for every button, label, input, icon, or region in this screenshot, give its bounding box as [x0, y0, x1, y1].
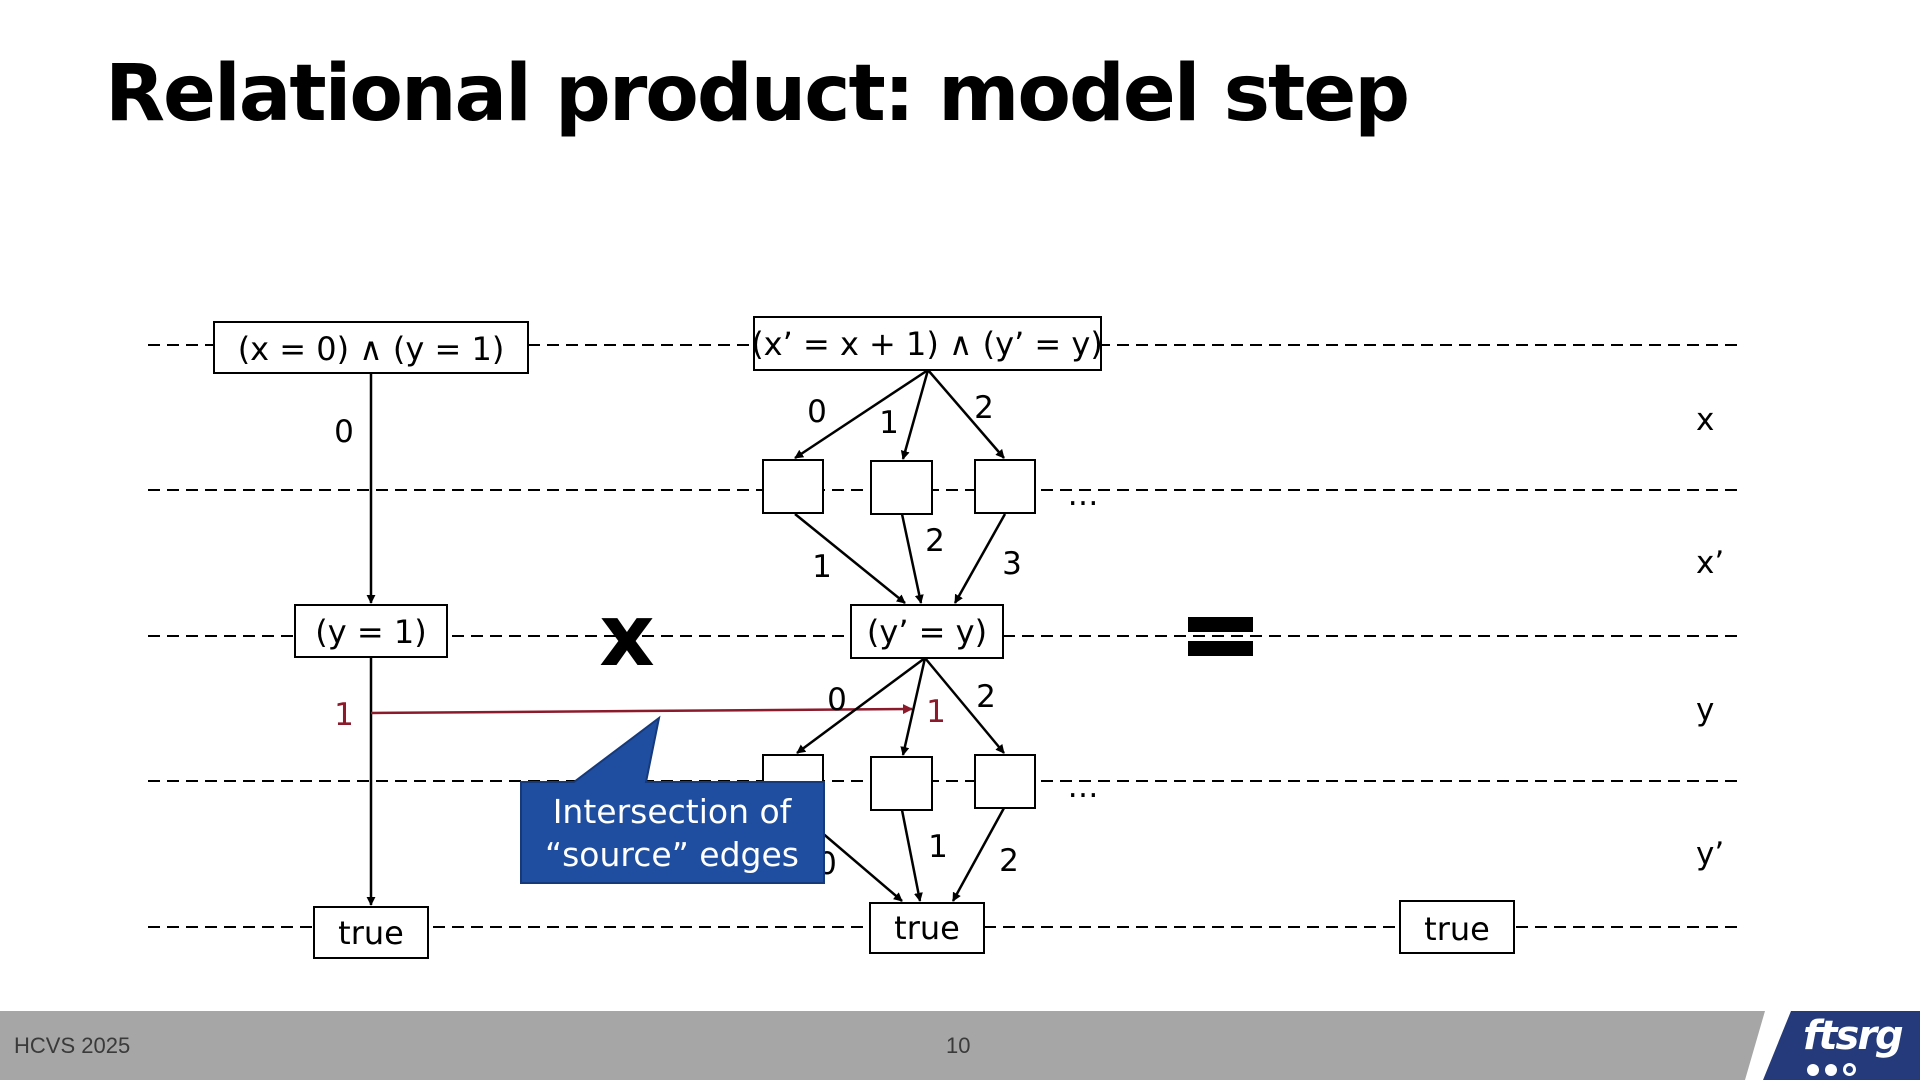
root-edge-label-2: 2 [974, 390, 994, 426]
bdd-diagram: x x’ y y’ (x = 0) ∧ (y = 1) (y = 1) true… [148, 316, 1740, 959]
intersection-callout: Intersection of “source” edges [520, 715, 825, 884]
right-x-prime-node-2 [974, 459, 1036, 514]
right-x-prime-node-0 [762, 459, 824, 514]
y-prime-edge-label-1: 1 [928, 829, 948, 865]
y-prime-ellipsis: … [1068, 769, 1099, 805]
var-label-y-prime: y’ [1696, 836, 1724, 872]
right-mid-label: (y’ = y) [867, 613, 987, 651]
mid-edge-label-0: 0 [827, 682, 847, 718]
mid-edge-label-2: 2 [976, 679, 996, 715]
logo-dots-icon [1807, 1061, 1862, 1080]
right-terminal-label: true [894, 909, 960, 947]
callout-line-1: Intersection of [553, 792, 793, 831]
left-terminal-label: true [338, 914, 404, 952]
right-mid-node [850, 604, 1004, 659]
left-mid-label: (y = 1) [315, 613, 426, 651]
slide-title: Relational product: model step [105, 49, 1410, 139]
mid-edge-label-1: 1 [926, 694, 946, 730]
product-operator: x [599, 586, 654, 686]
x-prime-edge-label-2: 2 [925, 523, 945, 559]
left-root-label: (x = 0) ∧ (y = 1) [238, 330, 505, 368]
left-terminal-node [313, 906, 429, 959]
right-x-prime-node-1 [870, 460, 933, 515]
equals-operator [1188, 617, 1253, 656]
right-y-prime-node-1 [870, 756, 933, 811]
source-edge-highlight-arrow [370, 704, 913, 715]
left-mid-node [294, 604, 448, 658]
var-label-x: x [1696, 402, 1714, 438]
left-edge-label-0: 0 [334, 414, 354, 450]
x-prime-ellipsis: … [1068, 477, 1099, 513]
logo-text: ftsrg [1803, 1013, 1904, 1059]
right-y-prime-node-2 [974, 754, 1036, 809]
left-bdd: (x = 0) ∧ (y = 1) (y = 1) true 0 1 [213, 321, 529, 959]
left-root-node [213, 321, 529, 374]
footer-bar: HCVS 2025 10 [0, 1011, 1920, 1080]
x-prime-edge-label-1: 1 [812, 549, 832, 585]
right-bdd [792, 368, 1007, 902]
ftsrg-logo: ftsrg [1763, 1011, 1920, 1080]
y-prime-edge-label-2: 2 [999, 843, 1019, 879]
result-terminal-label: true [1424, 910, 1490, 948]
right-root-node [753, 316, 1102, 371]
root-edge-label-0: 0 [807, 394, 827, 430]
var-label-x-prime: x’ [1696, 545, 1724, 581]
footer-conference: HCVS 2025 [14, 1033, 131, 1058]
right-terminal-node [869, 902, 985, 954]
callout-line-2: “source” edges [545, 835, 799, 874]
root-edge-label-1: 1 [879, 405, 899, 441]
right-root-label: (x’ = x + 1) ∧ (y’ = y) [751, 325, 1103, 363]
var-label-y: y [1696, 692, 1714, 728]
left-edge-label-1: 1 [334, 697, 354, 733]
x-prime-edge-label-3: 3 [1002, 546, 1022, 582]
result-terminal-node [1399, 900, 1515, 954]
page-number: 10 [946, 1033, 971, 1058]
